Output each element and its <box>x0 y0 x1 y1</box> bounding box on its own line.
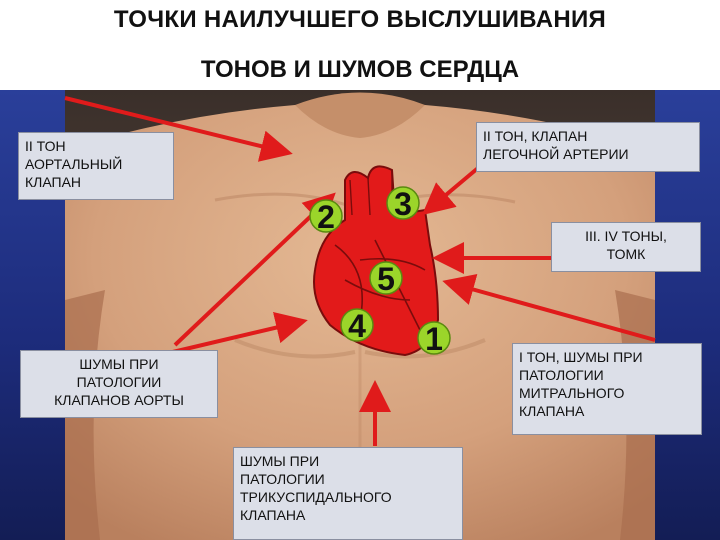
label-tricuspid-valve: ШУМЫ ПРИ ПАТОЛОГИИ ТРИКУСПИДАЛЬНОГО КЛАП… <box>233 447 463 540</box>
label-tones-3-4: III. IV ТОНЫ, ТОМК <box>551 222 701 272</box>
label-aortic-line-2: АОРТАЛЬНЫЙ <box>25 155 167 173</box>
label-mitral-line-4: КЛАПАНА <box>519 402 695 420</box>
label-aortic-line-1: II ТОН <box>25 137 167 155</box>
label-pulmonary-line-2: ЛЕГОЧНОЙ АРТЕРИИ <box>483 145 693 163</box>
title-line-1: ТОЧКИ НАИЛУЧШЕГО ВЫСЛУШИВАНИЯ <box>0 6 720 34</box>
label-mitral-line-3: МИТРАЛЬНОГО <box>519 384 695 402</box>
title-line-2: ТОНОВ И ШУМОВ СЕРДЦА <box>0 56 720 84</box>
label-aortic-line-3: КЛАПАН <box>25 173 167 191</box>
label-tones-line-1: III. IV ТОНЫ, <box>558 227 694 245</box>
label-tricuspid-line-1: ШУМЫ ПРИ <box>240 452 456 470</box>
label-pulmonary-line-1: II ТОН, КЛАПАН <box>483 127 693 145</box>
label-tricuspid-line-3: ТРИКУСПИДАЛЬНОГО <box>240 488 456 506</box>
label-pulmonary-valve: II ТОН, КЛАПАН ЛЕГОЧНОЙ АРТЕРИИ <box>476 122 700 172</box>
label-mitral-line-1: I ТОН, ШУМЫ ПРИ <box>519 348 695 366</box>
label-mitral-line-2: ПАТОЛОГИИ <box>519 366 695 384</box>
label-aortic-murmurs: ШУМЫ ПРИ ПАТОЛОГИИ КЛАПАНОВ АОРТЫ <box>20 350 218 418</box>
label-aortic-murmur-line-3: КЛАПАНОВ АОРТЫ <box>27 391 211 409</box>
label-aortic-murmur-line-1: ШУМЫ ПРИ <box>27 355 211 373</box>
label-tricuspid-line-2: ПАТОЛОГИИ <box>240 470 456 488</box>
label-tricuspid-line-4: КЛАПАНА <box>240 506 456 524</box>
label-mitral-valve: I ТОН, ШУМЫ ПРИ ПАТОЛОГИИ МИТРАЛЬНОГО КЛ… <box>512 343 702 435</box>
label-aortic-valve: II ТОН АОРТАЛЬНЫЙ КЛАПАН <box>18 132 174 200</box>
label-tones-line-2: ТОМК <box>558 245 694 263</box>
label-aortic-murmur-line-2: ПАТОЛОГИИ <box>27 373 211 391</box>
